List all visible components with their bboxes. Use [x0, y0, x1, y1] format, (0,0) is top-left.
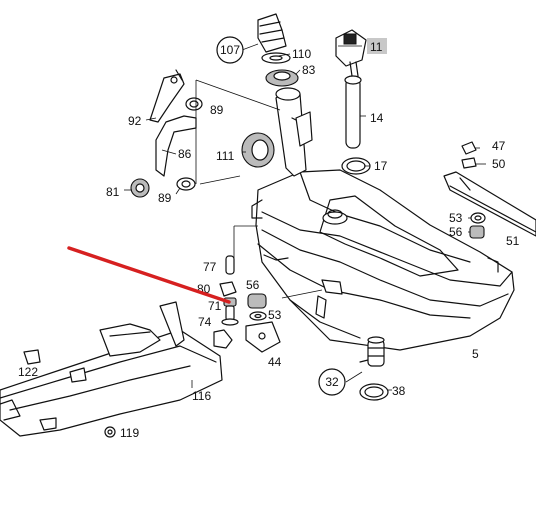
label-44: 44 [268, 355, 282, 369]
red-pointer-arrow [67, 246, 231, 304]
bracket-44 [245, 321, 281, 353]
hook [213, 329, 233, 349]
sender-tube [344, 75, 362, 149]
filler-neck [275, 87, 313, 177]
label-56a: 56 [449, 225, 463, 239]
label-74: 74 [198, 315, 212, 329]
pin [225, 255, 235, 275]
label-92: 92 [128, 114, 142, 128]
label-17: 17 [374, 159, 388, 173]
pump-seal [359, 383, 389, 401]
clip-50 [461, 157, 477, 169]
callout-111: 111 [216, 149, 235, 163]
filler-boot [257, 13, 287, 53]
clip-47 [461, 141, 477, 155]
highlight-11 [367, 38, 387, 54]
fuel-tank [251, 169, 515, 351]
label-14: 14 [370, 111, 384, 125]
label-86: 86 [178, 147, 192, 161]
label-32: 32 [325, 375, 339, 389]
label-51: 51 [506, 234, 520, 248]
label-89a: 89 [210, 103, 224, 117]
label-71: 71 [208, 299, 222, 313]
label-53a: 53 [449, 211, 463, 225]
label-122: 122 [18, 365, 38, 379]
nut-119 [104, 426, 116, 438]
rubber-plug [241, 132, 275, 168]
hose [155, 115, 197, 177]
label-119: 119 [120, 426, 139, 440]
tank-strap [443, 171, 536, 237]
label-81: 81 [106, 185, 120, 199]
label-116: 116 [192, 389, 211, 403]
sender-unit [335, 29, 367, 77]
heat-shield [0, 301, 223, 437]
label-53b: 53 [268, 308, 282, 322]
label-83: 83 [302, 63, 316, 77]
label-56b: 56 [246, 278, 260, 292]
callout-32: 32 [318, 368, 346, 396]
label-38: 38 [392, 384, 406, 398]
label-107: 107 [220, 43, 240, 57]
label-89b: 89 [158, 191, 172, 205]
label-77: 77 [203, 260, 217, 274]
label-111: 111 [216, 149, 235, 163]
small-grommet [130, 178, 150, 198]
clip-80 [219, 281, 237, 297]
label-110: 110 [292, 47, 311, 61]
mount-53-right [470, 212, 486, 224]
grommet [265, 69, 299, 87]
rubber-mount-56 [247, 293, 267, 309]
washer-53 [249, 311, 267, 321]
label-5: 5 [472, 347, 479, 361]
hose-clamp-lower [176, 177, 196, 191]
bracket [149, 69, 185, 123]
callout-107: 107 [216, 36, 244, 64]
mount-56-right [469, 225, 485, 239]
fuel-pump [359, 336, 385, 367]
label-47: 47 [492, 139, 506, 153]
plug-122 [23, 349, 41, 365]
label-11: 11 [370, 40, 383, 54]
part-labels: 110 11 83 92 89 14 86 47 17 50 81 89 53 … [18, 40, 520, 440]
label-50: 50 [492, 157, 506, 171]
hose-clamp-upper [185, 97, 203, 111]
